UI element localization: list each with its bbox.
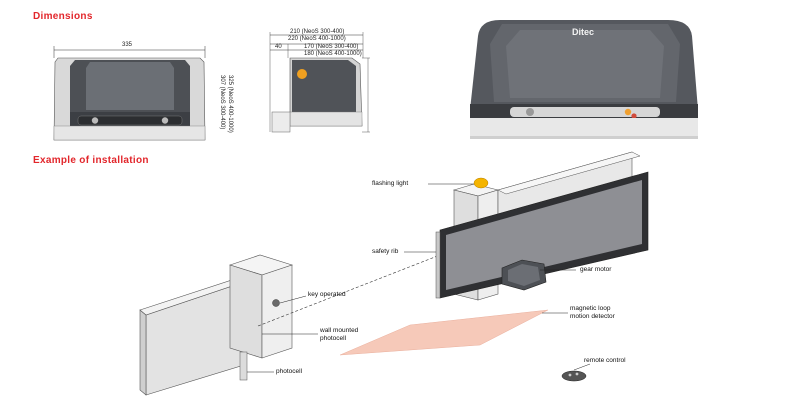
brand-logo: Ditec (572, 27, 595, 37)
flashing-light (473, 177, 489, 189)
key-switch (272, 299, 280, 307)
label-key-operated: key operated (308, 291, 346, 298)
magnetic-loop-area (339, 309, 549, 356)
dim-side-total-1: 210 (NeoS 300-400) (290, 29, 345, 35)
installation-scene (139, 151, 649, 396)
label-wall-photocell-line1: wall mounted (320, 327, 359, 334)
label-remote-control: remote control (584, 357, 626, 364)
dim-front-width: 335 (122, 42, 133, 48)
remote-control-device (561, 370, 587, 382)
dim-height-1: 307 (NeoS 300-400) (219, 75, 225, 130)
product-photo (470, 20, 698, 139)
dim-side-depth-2: 180 (NeoS 400-1000) (304, 51, 362, 57)
dim-side-depth-1: 170 (NeoS 300-400) (304, 44, 359, 50)
side-view-drawing (269, 32, 370, 133)
label-wall-photocell: wall mounted photocell (320, 327, 358, 342)
front-view-drawing (53, 46, 206, 141)
label-wall-photocell-line2: photocell (320, 334, 347, 342)
label-safety-rib: safety rib (372, 248, 399, 255)
label-flashing-light: flashing light (372, 180, 409, 187)
photocell-post (239, 351, 248, 381)
safety-rib (435, 231, 441, 299)
label-magnetic-loop-line2: motion detector (570, 312, 615, 320)
label-magnetic-loop-line1: magnetic loop (570, 305, 611, 312)
label-magnetic-loop: magnetic loop motion detector (570, 305, 615, 320)
dim-height-2: 325 (NeoS 400-1000) (227, 75, 233, 133)
dim-side-total-2: 220 (NeoS 400-1000) (288, 36, 346, 42)
label-gear-motor: gear motor (580, 266, 612, 273)
label-photocell: photocell (276, 368, 303, 375)
dimensions-heading: Dimensions (33, 11, 93, 22)
installation-heading: Example of installation (33, 155, 149, 166)
dim-side-offset: 40 (275, 44, 282, 50)
